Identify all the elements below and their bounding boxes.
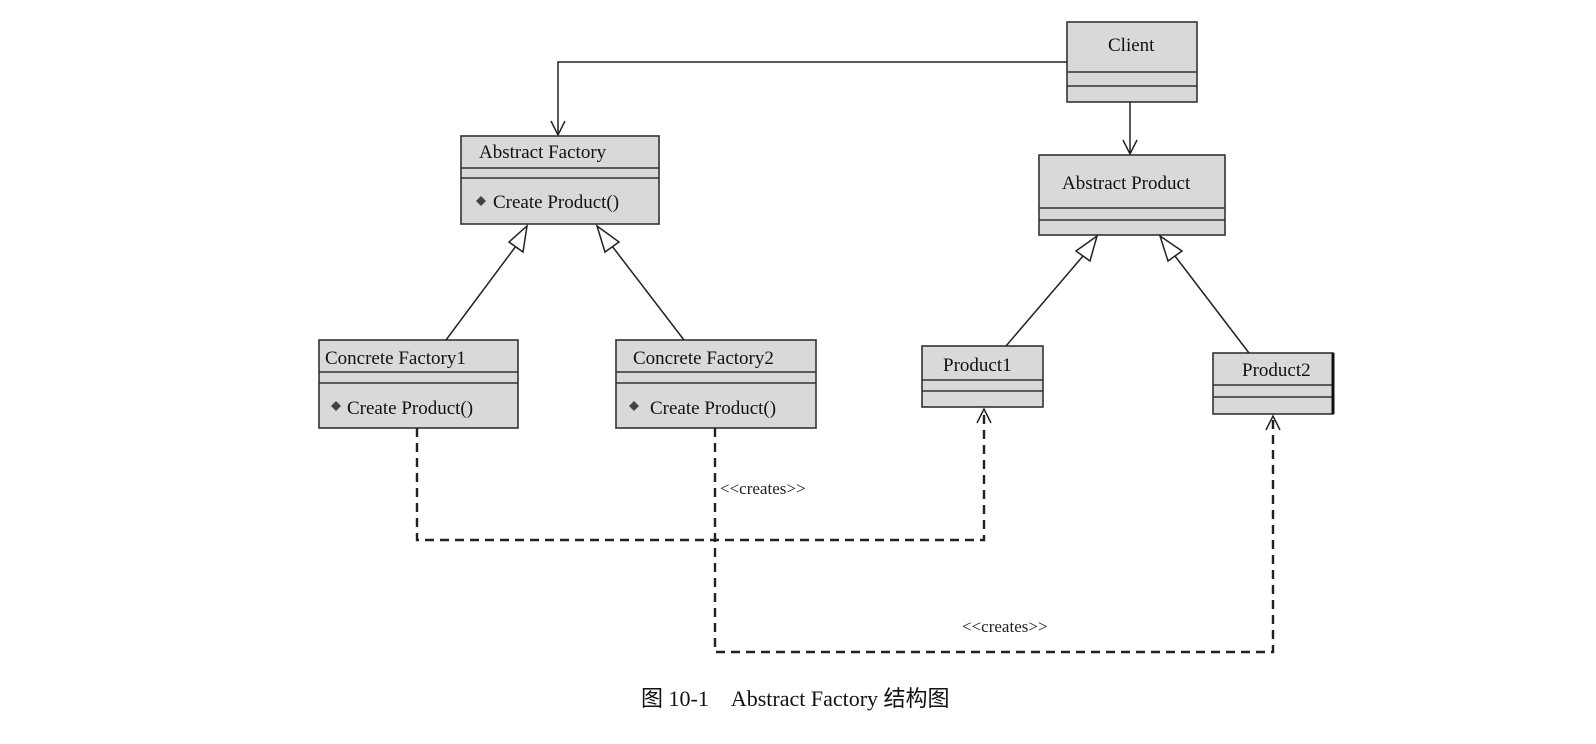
open-arrow-icon xyxy=(1122,139,1138,156)
concrete-factory1-operation: Create Product() xyxy=(347,398,473,419)
inheritance-product2 xyxy=(1158,234,1250,354)
dependency-creates-product1 xyxy=(415,407,992,542)
open-arrow-icon xyxy=(976,407,992,424)
inheritance-concrete-factory1 xyxy=(445,224,529,341)
open-arrow-icon xyxy=(550,120,566,137)
class-concrete-factory1: Concrete Factory1 Create Product() xyxy=(318,339,519,429)
dependency-creates-product2 xyxy=(713,414,1281,654)
class-product2: Product2 xyxy=(1212,352,1335,415)
inheritance-concrete-factory2 xyxy=(595,224,685,341)
figure-caption: 图 10-1 Abstract Factory 结构图 xyxy=(641,686,950,711)
concrete-factory2-operation: Create Product() xyxy=(650,398,776,419)
concrete-factory1-name: Concrete Factory1 xyxy=(325,348,466,369)
inheritance-product1 xyxy=(1005,234,1099,347)
inheritance-triangle-icon xyxy=(595,224,621,254)
abstract-factory-operation: Create Product() xyxy=(493,192,619,213)
class-client: Client xyxy=(1066,21,1198,103)
association-client-to-abstract-factory xyxy=(550,61,1067,137)
product2-name: Product2 xyxy=(1242,360,1311,381)
open-arrow-icon xyxy=(1265,414,1281,431)
creates-label-1: <<creates>> xyxy=(720,479,806,498)
class-abstract-product: Abstract Product xyxy=(1038,154,1226,236)
operation-bullet-icon xyxy=(476,196,486,206)
concrete-factory2-name: Concrete Factory2 xyxy=(633,348,774,369)
inheritance-triangle-icon xyxy=(1074,234,1099,263)
creates-label-2: <<creates>> xyxy=(962,617,1048,636)
class-concrete-factory2: Concrete Factory2 Create Product() xyxy=(615,339,817,429)
operation-bullet-icon xyxy=(629,401,639,411)
class-product1: Product1 xyxy=(921,345,1044,408)
abstract-product-name: Abstract Product xyxy=(1062,173,1191,194)
client-name: Client xyxy=(1108,35,1155,56)
product1-name: Product1 xyxy=(943,355,1012,376)
abstract-factory-name: Abstract Factory xyxy=(479,142,607,163)
association-client-to-abstract-product xyxy=(1122,102,1138,156)
inheritance-triangle-icon xyxy=(1158,234,1184,263)
class-abstract-factory: Abstract Factory Create Product() xyxy=(460,135,660,225)
operation-bullet-icon xyxy=(331,401,341,411)
inheritance-triangle-icon xyxy=(507,224,529,254)
